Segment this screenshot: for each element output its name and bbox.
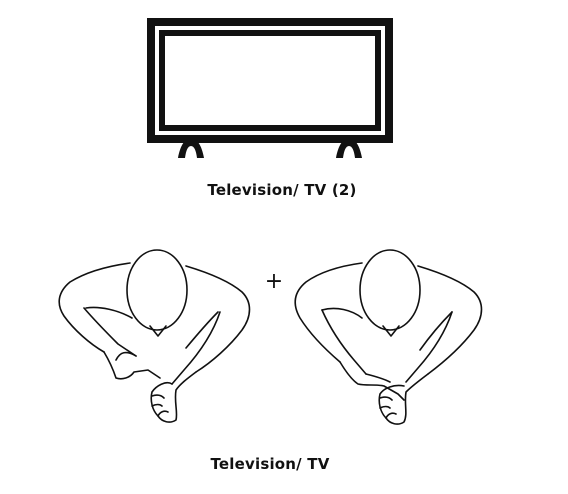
figure-1-right-shoulder xyxy=(185,265,251,373)
sign-caption: Television/ TV xyxy=(210,455,330,473)
figure-1-shoulders xyxy=(58,262,131,353)
figure-1-head xyxy=(126,249,188,331)
plus-sign: + xyxy=(264,269,284,294)
tv-screen xyxy=(165,36,375,125)
figure-2-left-shoulder xyxy=(294,262,363,363)
figure-1-right-arm xyxy=(171,311,221,385)
figure-2-left-arm xyxy=(321,309,367,375)
figure-2-body-edge xyxy=(321,307,453,351)
figure-2-left-hand xyxy=(339,361,405,401)
television-icon xyxy=(147,18,393,158)
figure-2-fingers xyxy=(379,396,397,419)
figure-1 xyxy=(58,249,251,423)
figure-2-chin xyxy=(382,325,400,337)
figure-2 xyxy=(294,249,483,425)
figure-1-right-hand xyxy=(150,371,197,423)
figure-1-fingers xyxy=(151,394,169,417)
figure-1-left-hand xyxy=(103,351,161,380)
tv-picture-caption: Television/ TV (2) xyxy=(207,181,357,199)
figure-1-chin xyxy=(149,325,167,337)
figure-2-right-shoulder xyxy=(417,265,483,375)
figure-2-head xyxy=(359,249,421,331)
figure-1-body-edge xyxy=(85,306,219,349)
figure-1-left-arm xyxy=(83,307,137,357)
figure-2-right-arm xyxy=(405,311,453,383)
figure-2-right-hand xyxy=(378,373,429,425)
